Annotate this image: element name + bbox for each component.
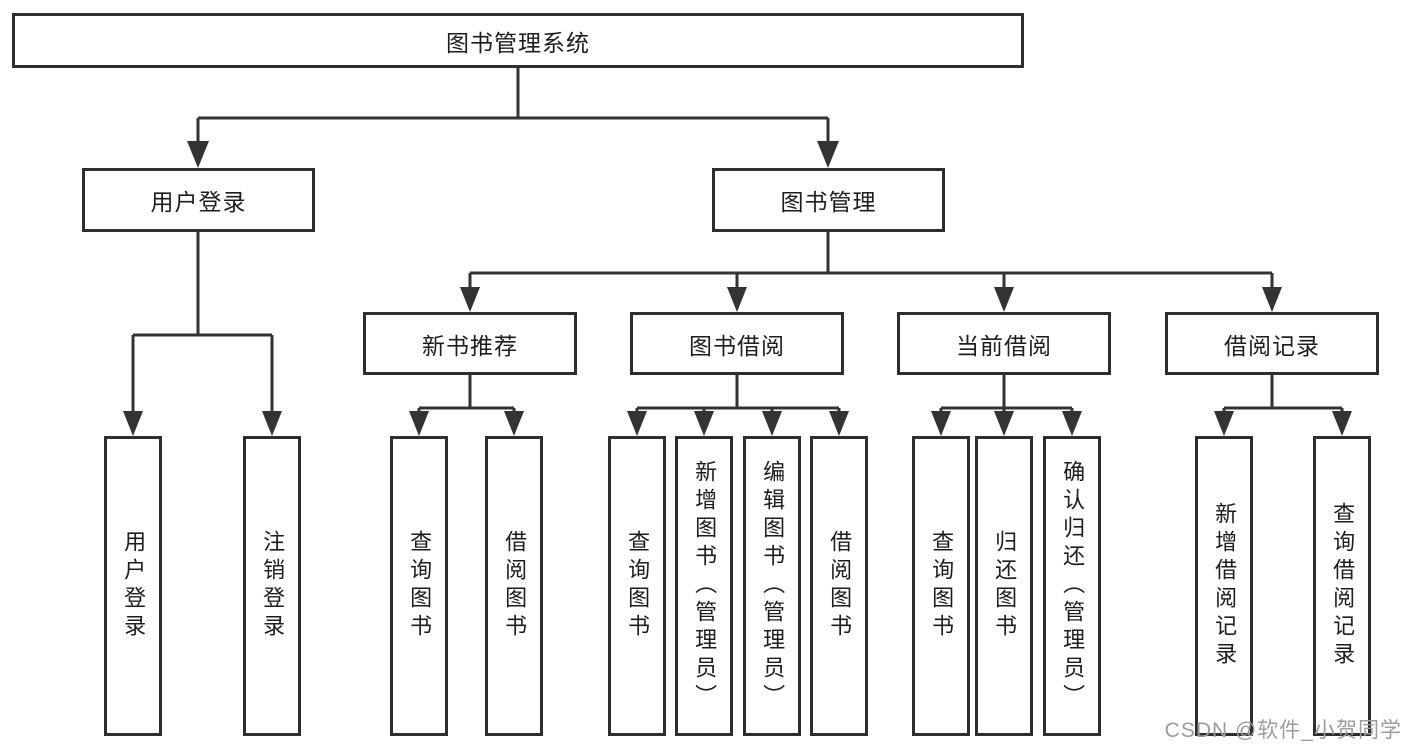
edge-root-split xyxy=(187,66,839,168)
edge-borrow-record-split xyxy=(1214,374,1352,436)
node-label: 用户登录 xyxy=(150,189,247,215)
edge-current-borrow-split xyxy=(931,374,1082,436)
node-label: 借阅图书 xyxy=(502,530,528,642)
leaf-return-book: 归还图书 xyxy=(975,436,1033,736)
leaf-logout: 注销登录 xyxy=(243,436,301,736)
node-label: 新增图书（管理员） xyxy=(692,460,718,712)
node-label: 新书推荐 xyxy=(422,332,518,359)
leaf-borrow-book-2: 借阅图书 xyxy=(810,436,868,736)
node-user-login: 用户登录 xyxy=(82,168,315,232)
node-book-management: 图书管理 xyxy=(712,168,945,232)
node-label: 编辑图书（管理员） xyxy=(760,460,786,712)
csdn-watermark: CSDN @软件_小贺同学 xyxy=(1164,719,1402,742)
leaf-borrow-book-1: 借阅图书 xyxy=(485,436,543,736)
node-label: 用户登录 xyxy=(121,530,147,642)
node-new-book-recommend: 新书推荐 xyxy=(363,312,577,375)
node-label: 归还图书 xyxy=(992,530,1018,642)
node-label: 图书借阅 xyxy=(689,332,785,359)
node-label: 图书管理系统 xyxy=(446,29,590,56)
node-root-system: 图书管理系统 xyxy=(12,13,1024,68)
node-borrow-record: 借阅记录 xyxy=(1165,312,1379,375)
node-label: 图书管理 xyxy=(780,189,877,215)
edge-book-mgmt-split xyxy=(460,230,1282,312)
node-label: 查询图书 xyxy=(407,530,433,642)
node-book-borrow: 图书借阅 xyxy=(630,312,844,375)
node-label: 借阅记录 xyxy=(1224,332,1320,359)
leaf-add-book-admin: 新增图书（管理员） xyxy=(675,436,733,736)
node-label: 查询借阅记录 xyxy=(1330,502,1356,670)
node-label: 查询图书 xyxy=(625,530,651,642)
leaf-query-borrow-record: 查询借阅记录 xyxy=(1313,436,1371,736)
leaf-query-book-2: 查询图书 xyxy=(608,436,666,736)
edge-new-book-split xyxy=(409,374,524,436)
leaf-query-book-3: 查询图书 xyxy=(912,436,970,736)
leaf-query-book-1: 查询图书 xyxy=(390,436,448,736)
edge-book-borrow-split xyxy=(627,374,849,436)
edge-user-login-split xyxy=(123,230,282,436)
node-label: 当前借阅 xyxy=(956,332,1052,359)
node-label: 借阅图书 xyxy=(827,530,853,642)
leaf-add-borrow-record: 新增借阅记录 xyxy=(1195,436,1253,736)
leaf-user-login: 用户登录 xyxy=(104,436,162,736)
node-current-borrow: 当前借阅 xyxy=(897,312,1111,375)
leaf-edit-book-admin: 编辑图书（管理员） xyxy=(743,436,801,736)
leaf-confirm-return-admin: 确认归还（管理员） xyxy=(1043,436,1101,736)
node-label: 注销登录 xyxy=(260,530,286,642)
node-label: 新增借阅记录 xyxy=(1212,502,1238,670)
node-label: 确认归还（管理员） xyxy=(1060,460,1086,712)
node-label: 查询图书 xyxy=(929,530,955,642)
